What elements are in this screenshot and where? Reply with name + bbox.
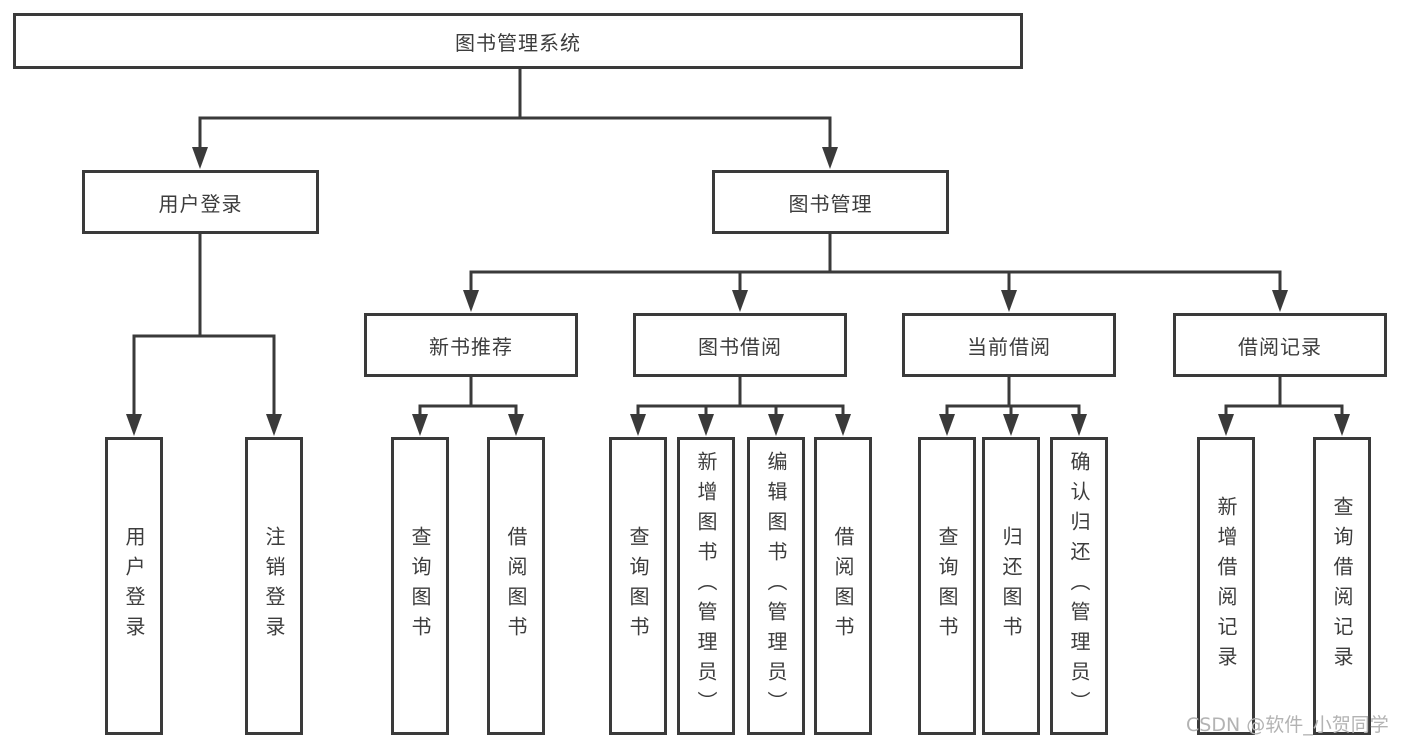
node-book-management-label: 图书管理 bbox=[788, 191, 873, 216]
node-book-borrowing: 图书借阅 bbox=[633, 313, 847, 377]
node-user-login-label: 用户登录 bbox=[158, 191, 243, 216]
leaf-user-login-label: 用户登录 bbox=[122, 526, 146, 646]
node-new-book-recommendation-label: 新书推荐 bbox=[429, 334, 513, 359]
node-library-management-system: 图书管理系统 bbox=[13, 13, 1023, 69]
leaf-logout: 注销登录 bbox=[245, 437, 303, 735]
leaf-confirm-return-admin: 确认归还（管理员） bbox=[1050, 437, 1108, 735]
leaf-borrow-books-recommend-label: 借阅图书 bbox=[504, 526, 528, 646]
leaf-add-book-admin-label: 新增图书（管理员） bbox=[694, 451, 718, 721]
node-book-management: 图书管理 bbox=[712, 170, 949, 234]
leaf-borrow-books: 借阅图书 bbox=[814, 437, 872, 735]
node-borrowing-records-label: 借阅记录 bbox=[1238, 334, 1322, 359]
node-current-borrowing-label: 当前借阅 bbox=[967, 334, 1051, 359]
leaf-edit-book-admin-label: 编辑图书（管理员） bbox=[764, 451, 788, 721]
watermark: CSDN @软件_小贺同学 bbox=[1186, 714, 1389, 736]
leaf-query-books-recommend: 查询图书 bbox=[391, 437, 449, 735]
leaf-add-borrow-record: 新增借阅记录 bbox=[1197, 437, 1255, 735]
node-library-management-system-label: 图书管理系统 bbox=[455, 30, 581, 55]
leaf-query-books-current-label: 查询图书 bbox=[935, 526, 959, 646]
leaf-query-books-current: 查询图书 bbox=[918, 437, 976, 735]
leaf-borrow-books-label: 借阅图书 bbox=[831, 526, 855, 646]
leaf-add-book-admin: 新增图书（管理员） bbox=[677, 437, 735, 735]
node-user-login: 用户登录 bbox=[82, 170, 319, 234]
leaf-logout-label: 注销登录 bbox=[262, 526, 286, 646]
leaf-add-borrow-record-label: 新增借阅记录 bbox=[1214, 496, 1238, 676]
leaf-borrow-books-recommend: 借阅图书 bbox=[487, 437, 545, 735]
leaf-return-book-label: 归还图书 bbox=[999, 526, 1023, 646]
leaf-query-books-borrowing-label: 查询图书 bbox=[626, 526, 650, 646]
node-current-borrowing: 当前借阅 bbox=[902, 313, 1116, 377]
leaf-return-book: 归还图书 bbox=[982, 437, 1040, 735]
leaf-query-books-borrowing: 查询图书 bbox=[609, 437, 667, 735]
leaf-query-borrow-record: 查询借阅记录 bbox=[1313, 437, 1371, 735]
node-new-book-recommendation: 新书推荐 bbox=[364, 313, 578, 377]
leaf-user-login: 用户登录 bbox=[105, 437, 163, 735]
leaf-confirm-return-admin-label: 确认归还（管理员） bbox=[1067, 451, 1091, 721]
node-borrowing-records: 借阅记录 bbox=[1173, 313, 1387, 377]
leaf-edit-book-admin: 编辑图书（管理员） bbox=[747, 437, 805, 735]
leaf-query-books-recommend-label: 查询图书 bbox=[408, 526, 432, 646]
node-book-borrowing-label: 图书借阅 bbox=[698, 334, 782, 359]
leaf-query-borrow-record-label: 查询借阅记录 bbox=[1330, 496, 1354, 676]
